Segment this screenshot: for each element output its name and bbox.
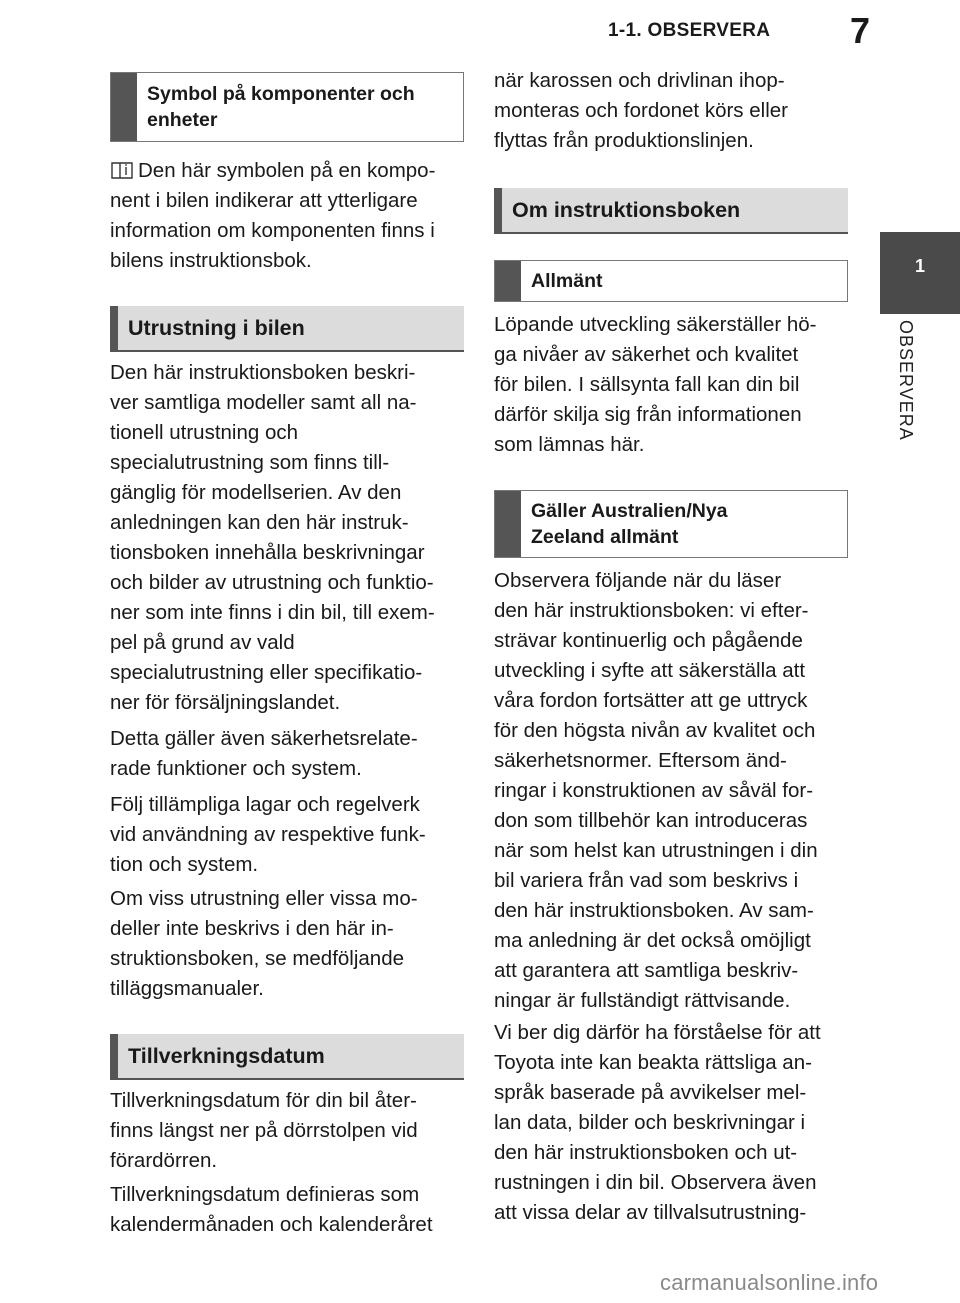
text-line: ningar är fullständigt rättvisande. bbox=[494, 989, 791, 1012]
text-line: specialutrustning eller specifikatio- bbox=[110, 661, 423, 684]
chapter-tab bbox=[880, 232, 960, 314]
heading-marker bbox=[494, 188, 502, 232]
watermark: carmanualsonline.info bbox=[660, 1270, 879, 1295]
text-line: Den här instruktionsboken beskri- bbox=[110, 361, 416, 384]
heading-australia: Gäller Australien/Nya Zeeland allmänt bbox=[494, 490, 848, 558]
text-line: ma anledning är det också omöjligt bbox=[494, 929, 811, 952]
heading-equipment: Utrustning i bilen bbox=[110, 306, 464, 352]
missing-paragraph: Om viss utrustning eller vissa mo- delle… bbox=[110, 884, 464, 1004]
text-line: vid användning av respektive funk- bbox=[110, 823, 426, 846]
understanding-paragraph: Vi ber dig därför ha förståelse för att … bbox=[494, 1018, 848, 1228]
text-line: den här instruktionsboken: vi efter- bbox=[494, 599, 809, 622]
date-paragraph: Tillverkningsdatum för din bil åter- fin… bbox=[110, 1086, 464, 1176]
text-line: ner för försäljningslandet. bbox=[110, 691, 341, 714]
symbol-line-3: bilens instruktionsbok. bbox=[110, 249, 312, 272]
manual-symbol-icon bbox=[111, 162, 133, 179]
heading-symbol: Symbol på komponenter och enheter bbox=[110, 72, 464, 142]
text-line: gänglig för modellserien. Av den bbox=[110, 481, 402, 504]
australia-paragraph: Observera följande när du läser den här … bbox=[494, 566, 848, 1016]
text-line: finns längst ner på dörrstolpen vid bbox=[110, 1119, 418, 1142]
text-line: strävar kontinuerlig och pågående bbox=[494, 629, 803, 652]
chapter-label: OBSERVERA bbox=[896, 320, 916, 441]
text-line: för bilen. I sällsynta fall kan din bil bbox=[494, 373, 800, 396]
heading-manual-text: Om instruktionsboken bbox=[512, 198, 741, 222]
page-number: 7 bbox=[850, 10, 871, 51]
heading-general-text: Allmänt bbox=[531, 270, 603, 292]
text-line: när som helst kan utrustningen i din bbox=[494, 839, 818, 862]
chapter-label-container: OBSERVERA bbox=[895, 320, 935, 470]
text-line: anledningen kan den här instruk- bbox=[110, 511, 409, 534]
text-line: säkerhetsnormer. Eftersom änd- bbox=[494, 749, 787, 772]
text-line: när karossen och drivlinan ihop- bbox=[494, 69, 785, 92]
text-line: Observera följande när du läser bbox=[494, 569, 782, 592]
text-line: flyttas från produktionslinjen. bbox=[494, 129, 754, 152]
text-line: att vissa delar av tillvalsutrustning- bbox=[494, 1201, 807, 1224]
text-line: utveckling i syfte att säkerställa att bbox=[494, 659, 806, 682]
text-line: Vi ber dig därför ha förståelse för att bbox=[494, 1021, 821, 1044]
text-line: våra fordon fortsätter att ge uttryck bbox=[494, 689, 808, 712]
text-line: för den högsta nivån av kvalitet och bbox=[494, 719, 816, 742]
text-line: pel på grund av vald bbox=[110, 631, 295, 654]
heading-marker bbox=[111, 73, 137, 141]
heading-date: Tillverkningsdatum bbox=[110, 1034, 464, 1080]
heading-date-text: Tillverkningsdatum bbox=[128, 1044, 325, 1068]
text-line: rustningen i din bil. Observera även bbox=[494, 1171, 817, 1194]
heading-marker bbox=[495, 491, 521, 557]
text-line: Tillverkningsdatum definieras som bbox=[110, 1183, 420, 1206]
text-line: ver samtliga modeller samt all na- bbox=[110, 391, 417, 414]
text-line: Löpande utveckling säkerställer hö- bbox=[494, 313, 817, 336]
chapter-number: 1 bbox=[914, 256, 925, 276]
heading-equipment-text: Utrustning i bilen bbox=[128, 316, 305, 340]
text-line: tion och system. bbox=[110, 853, 259, 876]
heading-marker bbox=[495, 261, 521, 301]
text-line: struktionsboken, se medföljande bbox=[110, 947, 405, 970]
text-line: därför skilja sig från informationen bbox=[494, 403, 802, 426]
text-line: deller inte beskrivs i den här in- bbox=[110, 917, 394, 940]
text-line: att garantera att samtliga beskriv- bbox=[494, 959, 799, 982]
text-line: ringar i konstruktionen av såväl for- bbox=[494, 779, 814, 802]
text-line: don som tillbehör kan introduceras bbox=[494, 809, 808, 832]
text-line: Om viss utrustning eller vissa mo- bbox=[110, 887, 418, 910]
text-line: Toyota inte kan beakta rättsliga an- bbox=[494, 1051, 812, 1074]
section-title: 1-1. OBSERVERA bbox=[608, 20, 771, 41]
text-line: förardörren. bbox=[110, 1149, 218, 1172]
text-line: bil variera från vad som beskrivs i bbox=[494, 869, 799, 892]
symbol-line-1: nent i bilen indikerar att ytterligare bbox=[110, 189, 418, 212]
text-line: lan data, bilder och beskrivningar i bbox=[494, 1111, 806, 1134]
text-line: kalendermånaden och kalenderåret bbox=[110, 1213, 433, 1236]
text-line: ner som inte finns i din bil, till exem- bbox=[110, 601, 435, 624]
text-line: språk baserade på avvikelser mel- bbox=[494, 1081, 807, 1104]
symbol-line-2: information om komponenten finns i bbox=[110, 219, 435, 242]
laws-paragraph: Följ tillämpliga lagar och regelverk vid… bbox=[110, 790, 464, 880]
heading-general: Allmänt bbox=[494, 260, 848, 302]
text-line: ga nivåer av säkerhet och kvalitet bbox=[494, 343, 799, 366]
text-line: rade funktioner och system. bbox=[110, 757, 362, 780]
safety-paragraph: Detta gäller även säkerhetsrelate- rade … bbox=[110, 724, 464, 784]
heading-symbol-line1: Symbol på komponenter och bbox=[147, 83, 415, 105]
text-line: Följ tillämpliga lagar och regelverk bbox=[110, 793, 420, 816]
text-line: Detta gäller även säkerhetsrelate- bbox=[110, 727, 418, 750]
symbol-paragraph: Den här symbolen på en kompo- nent i bil… bbox=[110, 156, 464, 276]
text-line: Tillverkningsdatum för din bil åter- bbox=[110, 1089, 417, 1112]
text-line: tionell utrustning och bbox=[110, 421, 299, 444]
date-definition-paragraph: Tillverkningsdatum definieras som kalend… bbox=[110, 1180, 464, 1240]
heading-marker bbox=[110, 306, 118, 350]
text-line: monteras och fordonet körs eller bbox=[494, 99, 788, 122]
general-paragraph: Löpande utveckling säkerställer hö- ga n… bbox=[494, 310, 848, 460]
text-line: tionsboken innehålla beskrivningar bbox=[110, 541, 425, 564]
heading-australia-line1: Gäller Australien/Nya bbox=[531, 500, 728, 522]
text-line: den här instruktionsboken och ut- bbox=[494, 1141, 798, 1164]
heading-australia-line2: Zeeland allmänt bbox=[531, 526, 679, 548]
text-line: den här instruktionsboken. Av sam- bbox=[494, 899, 814, 922]
heading-symbol-line2: enheter bbox=[147, 109, 218, 131]
date-continuation-paragraph: när karossen och drivlinan ihop- montera… bbox=[494, 66, 848, 156]
equipment-paragraph: Den här instruktionsboken beskri- ver sa… bbox=[110, 358, 464, 718]
text-line: tilläggsmanualer. bbox=[110, 977, 264, 1000]
text-line: specialutrustning som finns till- bbox=[110, 451, 390, 474]
heading-marker bbox=[110, 1034, 118, 1078]
text-line: som lämnas här. bbox=[494, 433, 645, 456]
text-line: och bilder av utrustning och funktio- bbox=[110, 571, 434, 594]
symbol-line-0: Den här symbolen på en kompo- bbox=[110, 156, 464, 186]
heading-manual: Om instruktionsboken bbox=[494, 188, 848, 234]
